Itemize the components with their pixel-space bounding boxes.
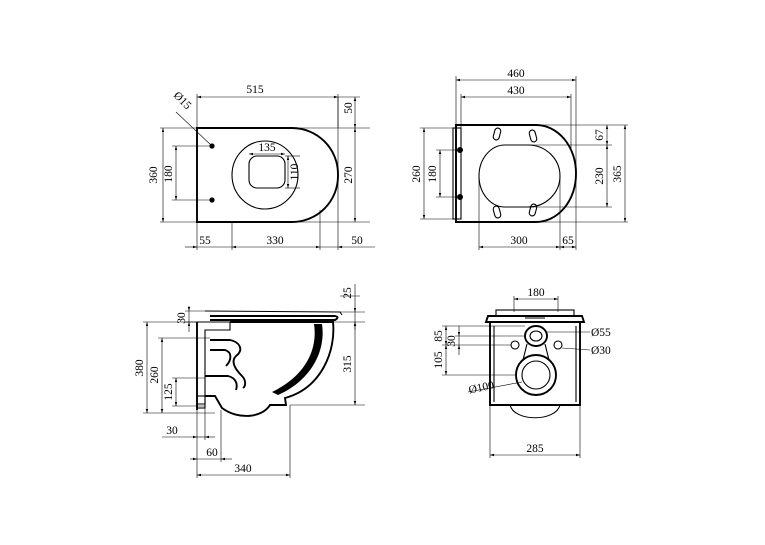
seat-lid-profile <box>204 310 343 316</box>
dim-60: 60 <box>206 447 218 459</box>
bumper-1 <box>492 127 502 141</box>
dim-365: 365 <box>612 165 624 183</box>
hinge-bottom-icon <box>457 194 463 200</box>
dim-30-top: 30 <box>176 312 188 324</box>
dim-67: 67 <box>594 129 606 141</box>
bolt-left-icon <box>510 340 520 350</box>
dim-50-bottom: 50 <box>351 235 363 247</box>
outlet-pipe <box>205 375 238 391</box>
dim-270: 270 <box>343 166 355 184</box>
water-inlet-icon <box>524 325 548 347</box>
dim-430: 430 <box>507 85 525 97</box>
dim-180-rear: 180 <box>527 287 545 299</box>
bowl-rim-inner <box>231 140 299 210</box>
dim-300: 300 <box>510 235 528 247</box>
dim-50-top: 50 <box>343 102 355 114</box>
dim-85: 85 <box>433 330 445 342</box>
dim-dia-55: Ø55 <box>591 327 611 339</box>
dim-315: 315 <box>342 355 354 373</box>
outlet-inner-icon <box>521 360 551 390</box>
water-inlet-inner <box>529 330 543 342</box>
seat-opening <box>478 144 561 208</box>
hinge-top-icon <box>457 147 463 153</box>
bowl-body-outer <box>205 321 335 417</box>
dim-360: 360 <box>148 166 160 184</box>
trap-channel-2 <box>210 349 232 367</box>
rear-view: 180 85 30 105 Ø55 Ø30 Ø100 285 <box>433 287 611 458</box>
bowl-inner-wall <box>272 324 323 395</box>
dim-260-seat: 260 <box>411 165 423 183</box>
back-plate <box>197 321 231 405</box>
dim-30-rear: 30 <box>446 335 458 347</box>
trap-channel <box>210 339 247 389</box>
dim-110: 110 <box>289 163 301 180</box>
seat-view: 460 430 67 230 365 260 180 300 65 <box>411 68 628 250</box>
dim-330: 330 <box>266 235 284 247</box>
dim-dia-100: Ø100 <box>468 379 496 396</box>
dim-180-top: 180 <box>163 165 175 183</box>
bumper-3 <box>492 205 502 219</box>
dim-65: 65 <box>562 235 574 247</box>
dim-105: 105 <box>433 351 445 369</box>
dim-260-side: 260 <box>149 366 161 384</box>
dim-380: 380 <box>134 359 146 377</box>
dim-hole-dia: Ø15 <box>171 90 194 113</box>
outlet-rect <box>248 155 286 189</box>
rear-bottom-bulge <box>509 404 561 419</box>
dim-30-foot: 30 <box>166 425 178 437</box>
dim-460: 460 <box>507 68 525 80</box>
dim-125: 125 <box>163 383 175 401</box>
hinge-bar <box>452 127 462 220</box>
dim-180-seat: 180 <box>427 165 439 183</box>
rear-seat-top <box>495 309 575 317</box>
inlet-neck <box>522 343 550 361</box>
bolt-right-icon <box>553 340 563 350</box>
dim-285: 285 <box>526 443 544 455</box>
bumper-4 <box>528 203 538 217</box>
dim-dia-30: Ø30 <box>591 345 611 357</box>
side-view: 25 30 380 260 125 315 30 60 340 <box>134 284 365 478</box>
dim-230: 230 <box>594 167 606 185</box>
rear-seat-bar <box>484 315 586 323</box>
seat-profile <box>210 315 339 321</box>
rear-body <box>489 322 581 406</box>
dim-55: 55 <box>199 235 211 247</box>
dim-135: 135 <box>258 142 276 154</box>
bumper-2 <box>528 129 538 143</box>
dim-340: 340 <box>234 463 252 475</box>
top-view: 515 50 Ø15 360 180 135 110 270 55 330 50 <box>148 84 375 250</box>
dim-25: 25 <box>342 287 354 299</box>
dim-515: 515 <box>246 84 264 96</box>
outlet-stub <box>196 395 206 409</box>
